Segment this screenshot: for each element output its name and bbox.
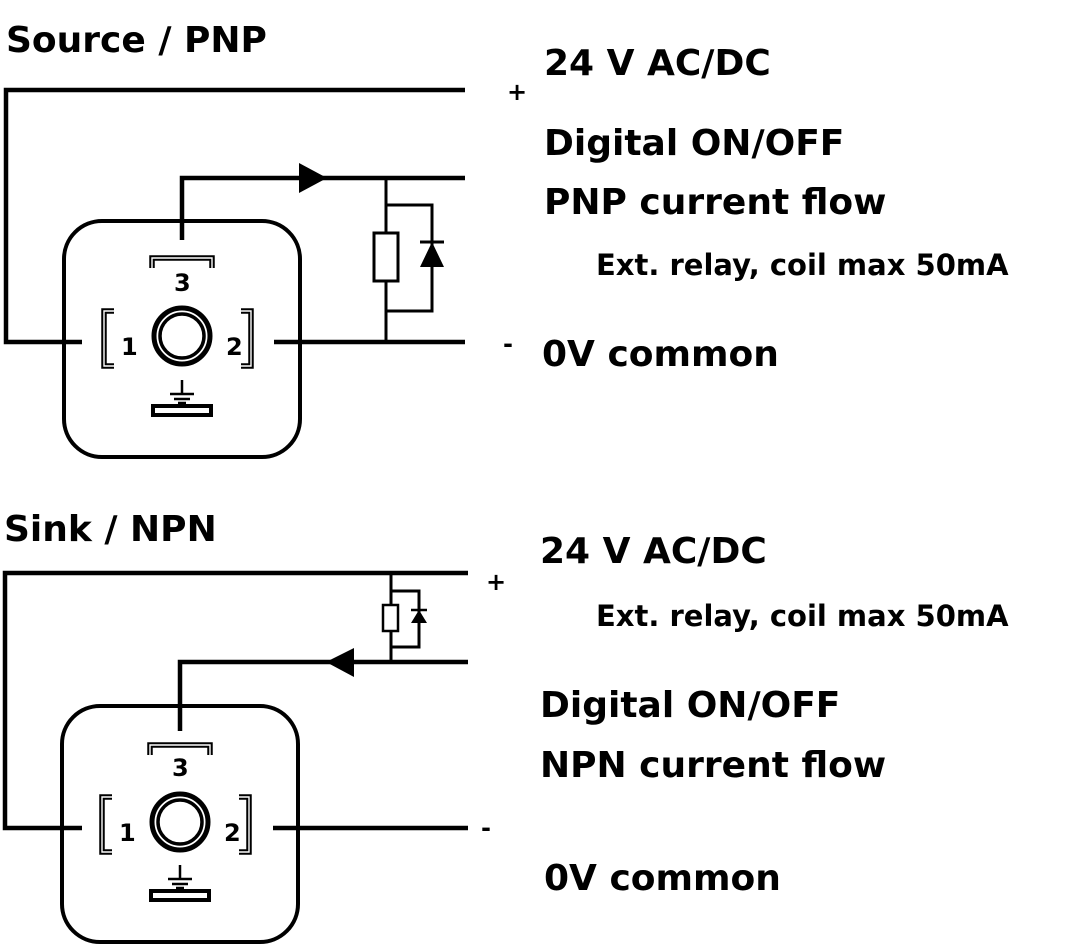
- pin1-contact-icon: [99, 794, 112, 855]
- supply-plus-wire: [2, 570, 468, 831]
- relay-label: Ext. relay, coil max 50mA: [596, 248, 1009, 282]
- plus-terminal-sign: +: [486, 568, 506, 596]
- ground-contact-icon: [151, 404, 213, 417]
- pin3-label: 3: [174, 269, 191, 297]
- signal-wire: [179, 175, 465, 240]
- current-flow-arrow-left-icon: [326, 648, 354, 677]
- pin1-label: 1: [121, 333, 138, 361]
- signal-label-line1: Digital ON/OFF: [540, 685, 840, 726]
- ground-contact-icon: [149, 889, 211, 902]
- common-label: 0V common: [542, 334, 779, 375]
- supply-plus-wire: [3, 87, 465, 345]
- supply-voltage-label: 24 V AC/DC: [540, 531, 767, 572]
- pin3-contact-icon: [149, 255, 215, 268]
- signal-label-line2: PNP current flow: [544, 182, 886, 223]
- connector-housing: [60, 704, 300, 944]
- minus-terminal-sign: -: [503, 330, 513, 358]
- relay-coil-with-diode: [372, 178, 444, 342]
- flyback-diode-icon: [411, 608, 427, 623]
- center-screw-outer-icon: [151, 305, 213, 367]
- pin3-label: 3: [172, 754, 189, 782]
- earth-ground-icon: [170, 380, 194, 405]
- pin2-label: 2: [226, 333, 243, 361]
- plus-terminal-sign: +: [507, 78, 527, 106]
- sink-npn-diagram: Sink / NPN + - 3 1: [2, 509, 1009, 944]
- pin1-contact-icon: [101, 308, 114, 369]
- minus-terminal-sign: -: [481, 814, 491, 842]
- source-pnp-title: Source / PNP: [6, 20, 267, 61]
- earth-ground-icon: [168, 865, 192, 890]
- supply-voltage-label: 24 V AC/DC: [544, 43, 771, 84]
- sink-npn-title: Sink / NPN: [4, 509, 217, 550]
- center-screw-inner-icon: [156, 798, 204, 846]
- current-flow-arrow-right-icon: [299, 163, 327, 193]
- center-screw-inner-icon: [158, 312, 206, 360]
- signal-label-line1: Digital ON/OFF: [544, 123, 844, 164]
- connector-housing: [62, 219, 302, 459]
- relay-coil-resistor-icon: [372, 231, 400, 283]
- valve-connector: 3 1 2: [60, 704, 300, 944]
- pin1-label: 1: [119, 819, 136, 847]
- signal-label-line2: NPN current flow: [540, 745, 886, 786]
- signal-wire: [177, 659, 468, 731]
- flyback-diode-icon: [420, 240, 444, 267]
- pin2-label: 2: [224, 819, 241, 847]
- relay-label: Ext. relay, coil max 50mA: [596, 599, 1009, 633]
- relay-coil-resistor-icon: [381, 603, 400, 633]
- common-label: 0V common: [544, 858, 781, 899]
- source-pnp-diagram: Source / PNP + - 3: [3, 20, 1009, 459]
- center-screw-outer-icon: [149, 791, 211, 853]
- valve-connector: 3 1 2: [62, 219, 302, 459]
- relay-coil-with-diode: [381, 573, 427, 662]
